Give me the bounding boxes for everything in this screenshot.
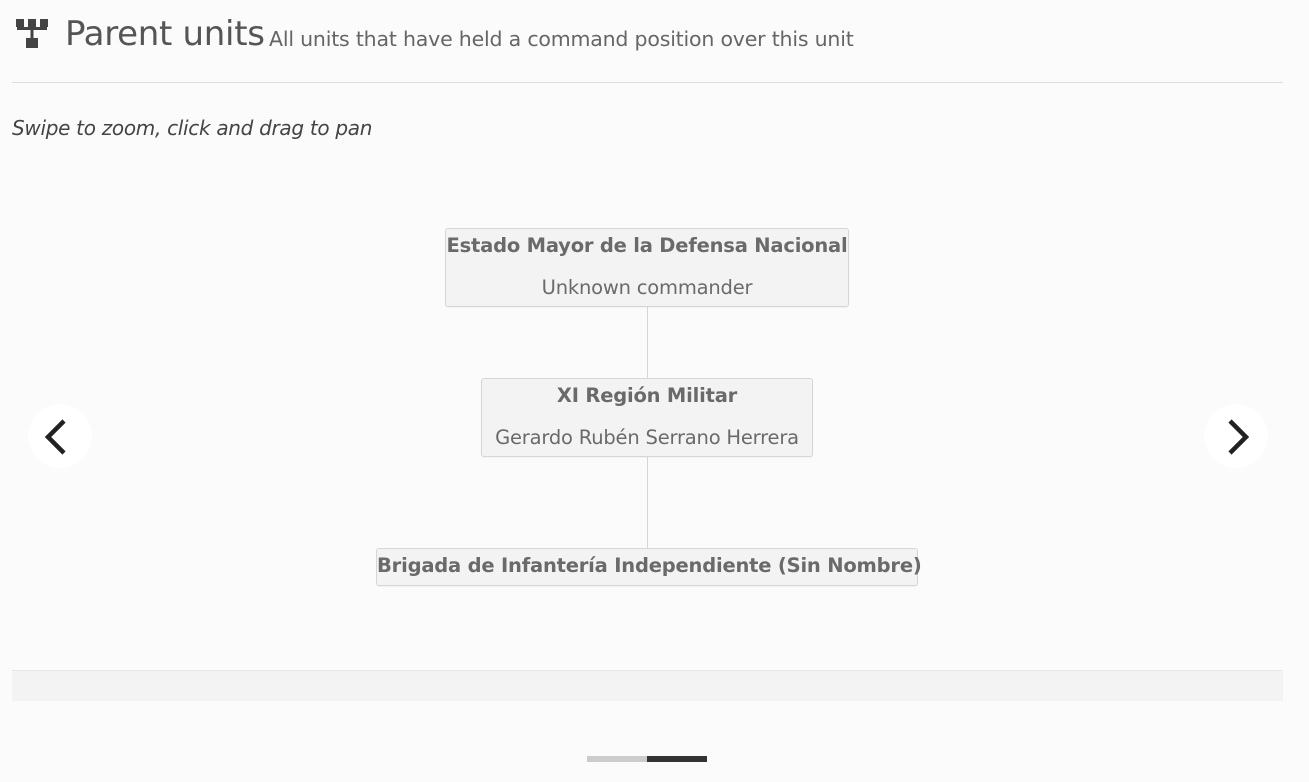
tree-connector — [647, 306, 648, 378]
previous-button[interactable] — [28, 404, 92, 468]
pager-dot-1[interactable] — [587, 756, 647, 762]
hierarchy-icon — [15, 18, 51, 50]
next-button[interactable] — [1204, 404, 1268, 468]
page-title: Parent units — [65, 14, 265, 54]
chevron-right-icon — [1228, 419, 1250, 455]
node-unit-name: Estado Mayor de la Defensa Nacional — [446, 234, 848, 257]
tree-node[interactable]: XI Región Militar Gerardo Rubén Serrano … — [481, 378, 813, 457]
chevron-left-icon — [44, 419, 66, 455]
tree-node[interactable]: Brigada de Infantería Independiente (Sin… — [376, 548, 922, 586]
node-unit-name: XI Región Militar — [556, 384, 738, 407]
pager-dot-2[interactable] — [647, 756, 707, 762]
tree-node[interactable]: Estado Mayor de la Defensa Nacional Unkn… — [445, 228, 849, 307]
footer-band — [12, 670, 1283, 701]
node-commander-name: Gerardo Rubén Serrano Herrera — [495, 426, 799, 449]
page-subtitle: All units that have held a command posit… — [269, 27, 854, 51]
section-header: Parent units All units that have held a … — [12, 14, 1283, 83]
tree-connector — [647, 456, 648, 548]
zoom-pan-hint: Swipe to zoom, click and drag to pan — [12, 116, 373, 140]
node-commander-name: Unknown commander — [541, 276, 753, 299]
node-unit-name: Brigada de Infantería Independiente (Sin… — [377, 554, 922, 577]
